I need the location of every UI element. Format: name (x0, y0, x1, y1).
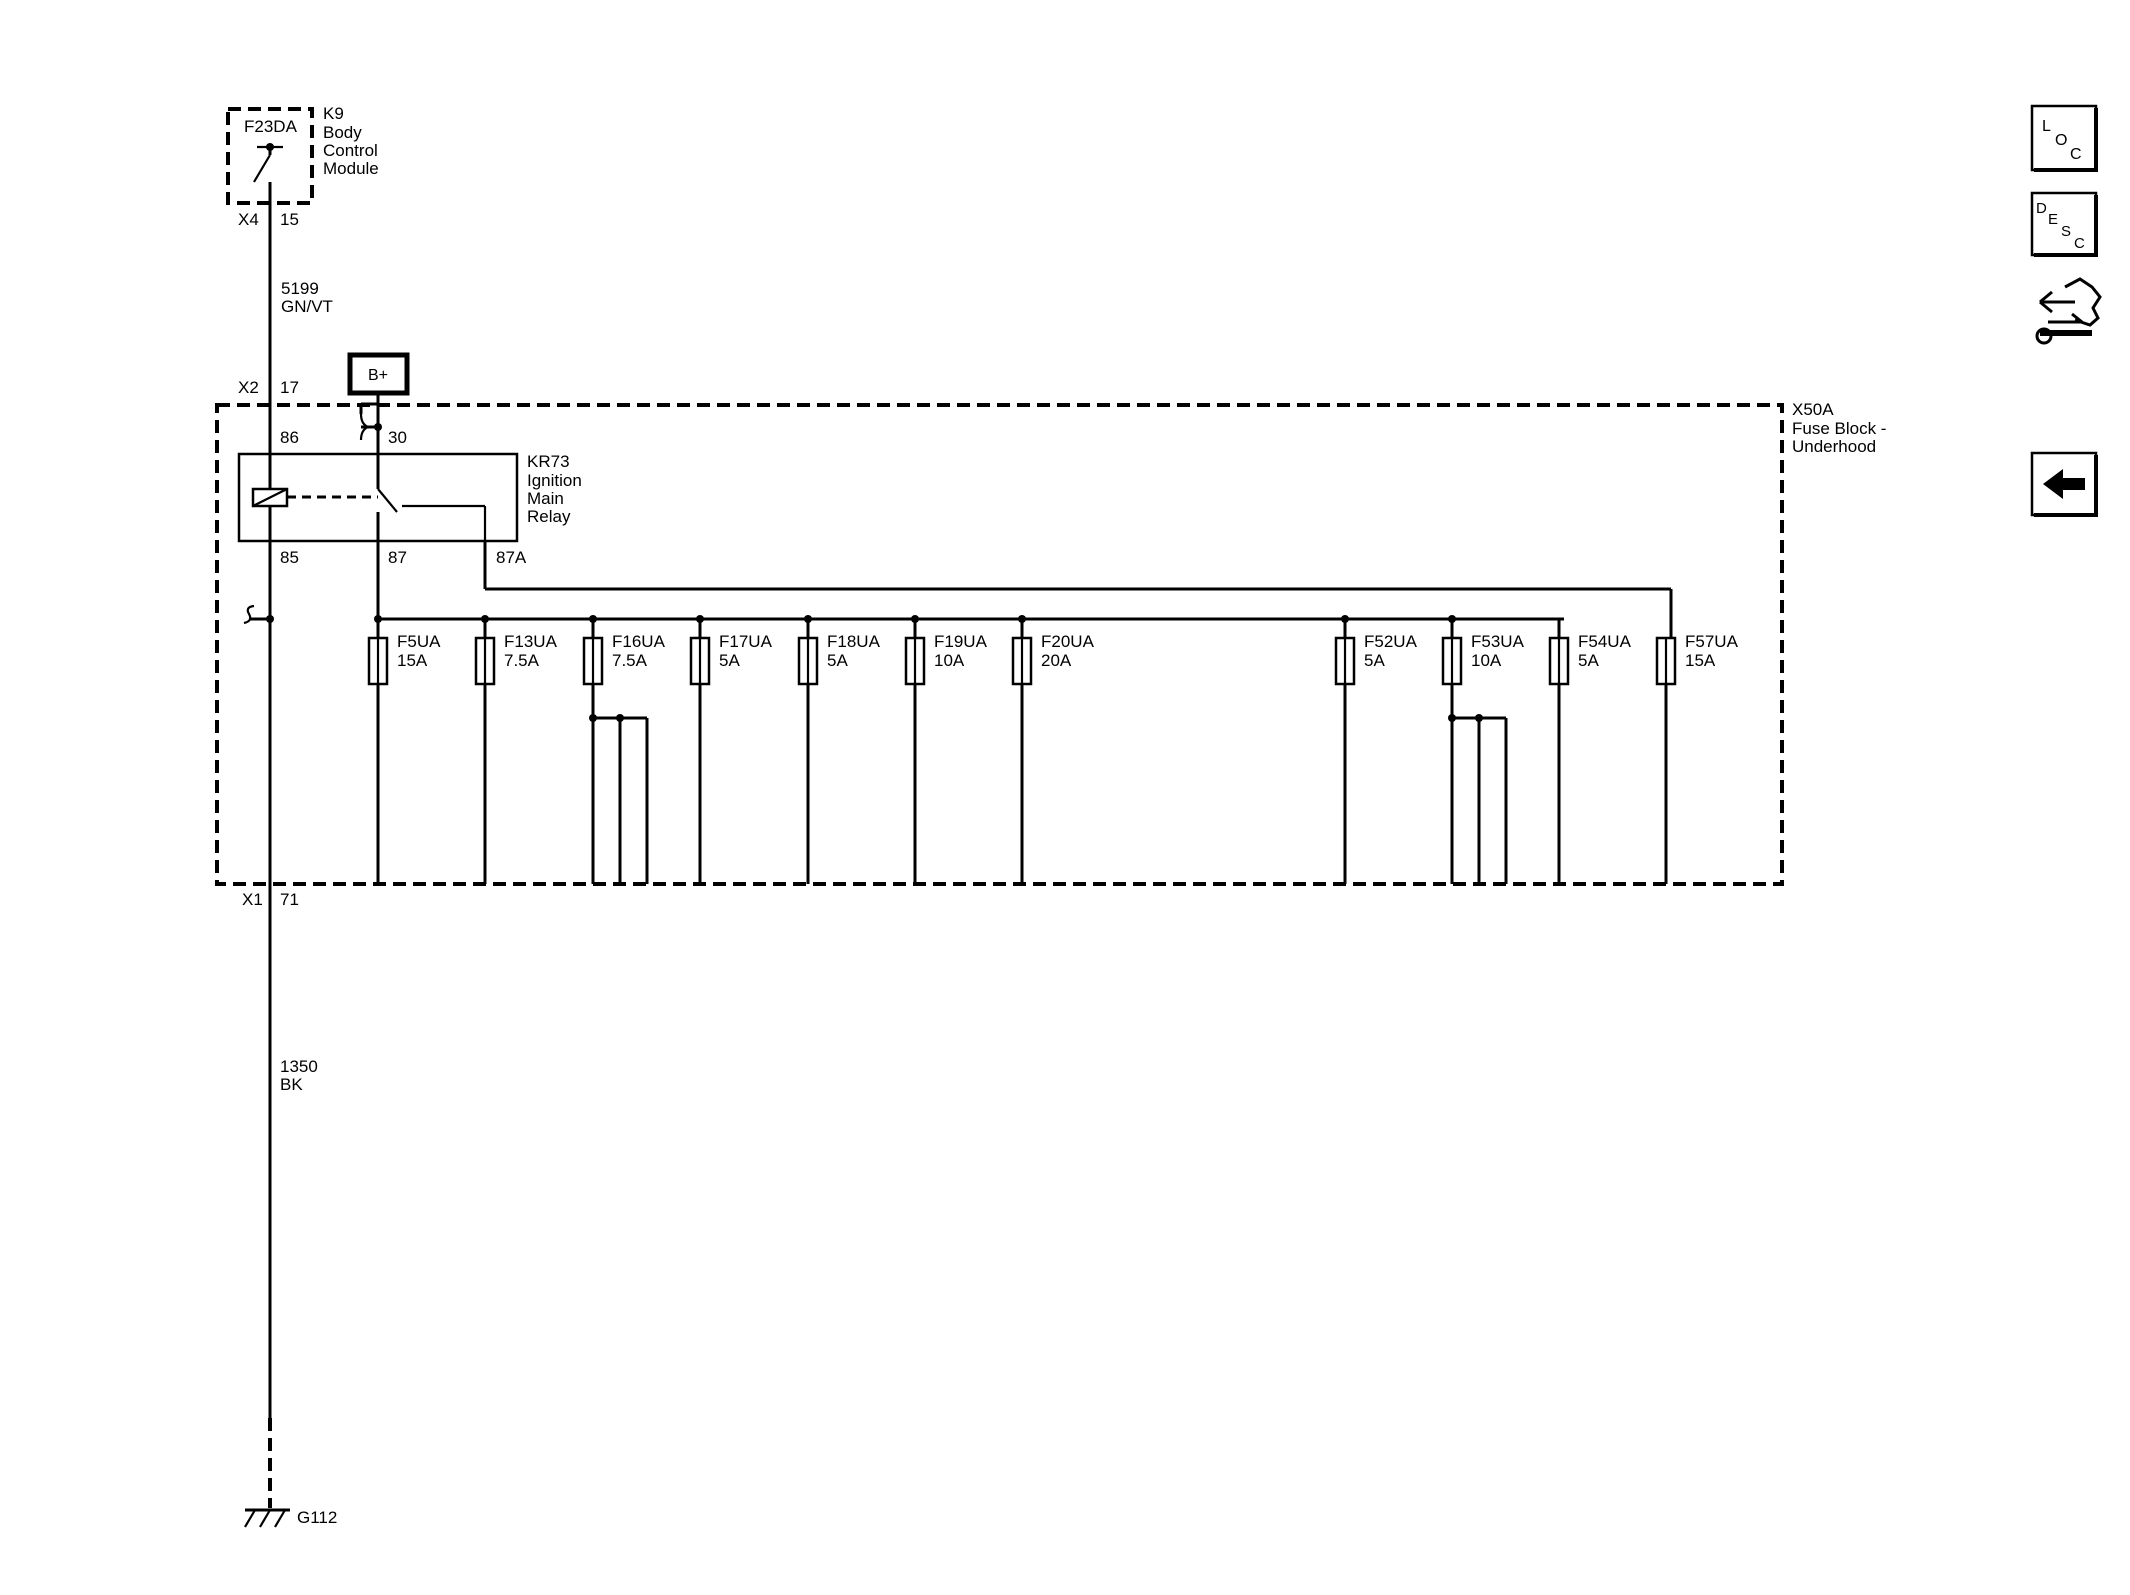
fuse-rating: 5A (1364, 651, 1385, 670)
fuse-name: F16UA (612, 632, 666, 651)
relay-pin-30: 30 (388, 428, 407, 447)
fuse-name: F18UA (827, 632, 881, 651)
fuse-rating: 5A (827, 651, 848, 670)
bcm-switch-blade (253, 154, 271, 183)
back-button[interactable] (2030, 451, 2098, 517)
bcm-name-line-3: Module (323, 159, 379, 178)
fuse-name: F52UA (1364, 632, 1418, 651)
fuse-rating: 20A (1041, 651, 1072, 670)
wire-top-color: GN/VT (281, 297, 333, 316)
svg-text:C: C (2070, 146, 2082, 163)
fuse-name: F17UA (719, 632, 773, 651)
ignition-main-relay: 86 30 KR73 Ignition Main Relay 85 87 87A (237, 427, 582, 567)
x2-pin: 17 (280, 378, 299, 397)
relay-pin-85: 85 (280, 548, 299, 567)
fuse-name: F5UA (397, 632, 441, 651)
relay-name-line-2: Main (527, 489, 564, 508)
bcm-fuse-label: F23DA (244, 117, 298, 136)
ground-g112: G112 (244, 1418, 337, 1528)
fuse-rating: 5A (1578, 651, 1599, 670)
fuse-rating: 7.5A (504, 651, 540, 670)
fuse-rating: 15A (1685, 651, 1716, 670)
ground-label: G112 (297, 1508, 337, 1527)
relay-id: KR73 (527, 452, 570, 471)
fuse-block-name-line-2: Underhood (1792, 437, 1876, 456)
fuse-rating: 7.5A (612, 651, 648, 670)
fuse-rating: 5A (719, 651, 740, 670)
wire-bottom-color: BK (280, 1075, 303, 1094)
relay-pin-86: 86 (280, 428, 299, 447)
connector-repair-icon[interactable] (2035, 277, 2102, 345)
description-button[interactable]: D E S C (2030, 191, 2098, 257)
bcm-name-line-2: Control (323, 141, 378, 160)
wire-bottom-circuit: 1350 (280, 1057, 318, 1076)
svg-text:E: E (2048, 211, 2058, 228)
fuse-block-id: X50A (1792, 400, 1834, 419)
fuse-name: F13UA (504, 632, 558, 651)
fuses: F5UA15AF13UA7.5AF16UA7.5AF17UA5AF18UA5AF… (367, 615, 1739, 884)
x1-connector: X1 (242, 890, 263, 909)
fuse-name: F57UA (1685, 632, 1739, 651)
fuse-rating: 10A (934, 651, 965, 670)
bcm-pin: 15 (280, 210, 299, 229)
back-arrow-icon (2043, 469, 2085, 499)
svg-text:C: C (2074, 235, 2085, 252)
fuse-name: F20UA (1041, 632, 1095, 651)
relay-contact-blade (377, 488, 398, 513)
battery-label: B+ (368, 367, 388, 384)
bcm-name-line-1: Body (323, 123, 362, 142)
fuse-rating: 10A (1471, 651, 1502, 670)
relay-name-line-3: Relay (527, 507, 571, 526)
svg-text:O: O (2055, 132, 2067, 149)
svg-text:L: L (2042, 118, 2051, 135)
location-button[interactable]: L O C (2030, 104, 2098, 172)
x2-connector: X2 (238, 378, 259, 397)
fuse-rating: 15A (397, 651, 428, 670)
x1-pin: 71 (280, 890, 299, 909)
fuse-block-outline (215, 403, 1784, 886)
fuse-name: F53UA (1471, 632, 1525, 651)
svg-text:S: S (2061, 223, 2071, 240)
fuse-name: F54UA (1578, 632, 1632, 651)
relay-pin-87a: 87A (496, 548, 527, 567)
bcm-connector: X4 (238, 210, 259, 229)
fuse-name: F19UA (934, 632, 988, 651)
body-control-module: F23DA K9 Body Control Module X4 15 (226, 104, 379, 229)
battery-positive: B+ (347, 352, 410, 441)
bcm-id: K9 (323, 104, 344, 123)
wire-top-circuit: 5199 (281, 279, 319, 298)
relay-pin-87: 87 (388, 548, 407, 567)
relay-name-line-1: Ignition (527, 471, 582, 490)
fuse-block-name-line-1: Fuse Block - (1792, 419, 1886, 438)
svg-text:D: D (2036, 200, 2047, 217)
